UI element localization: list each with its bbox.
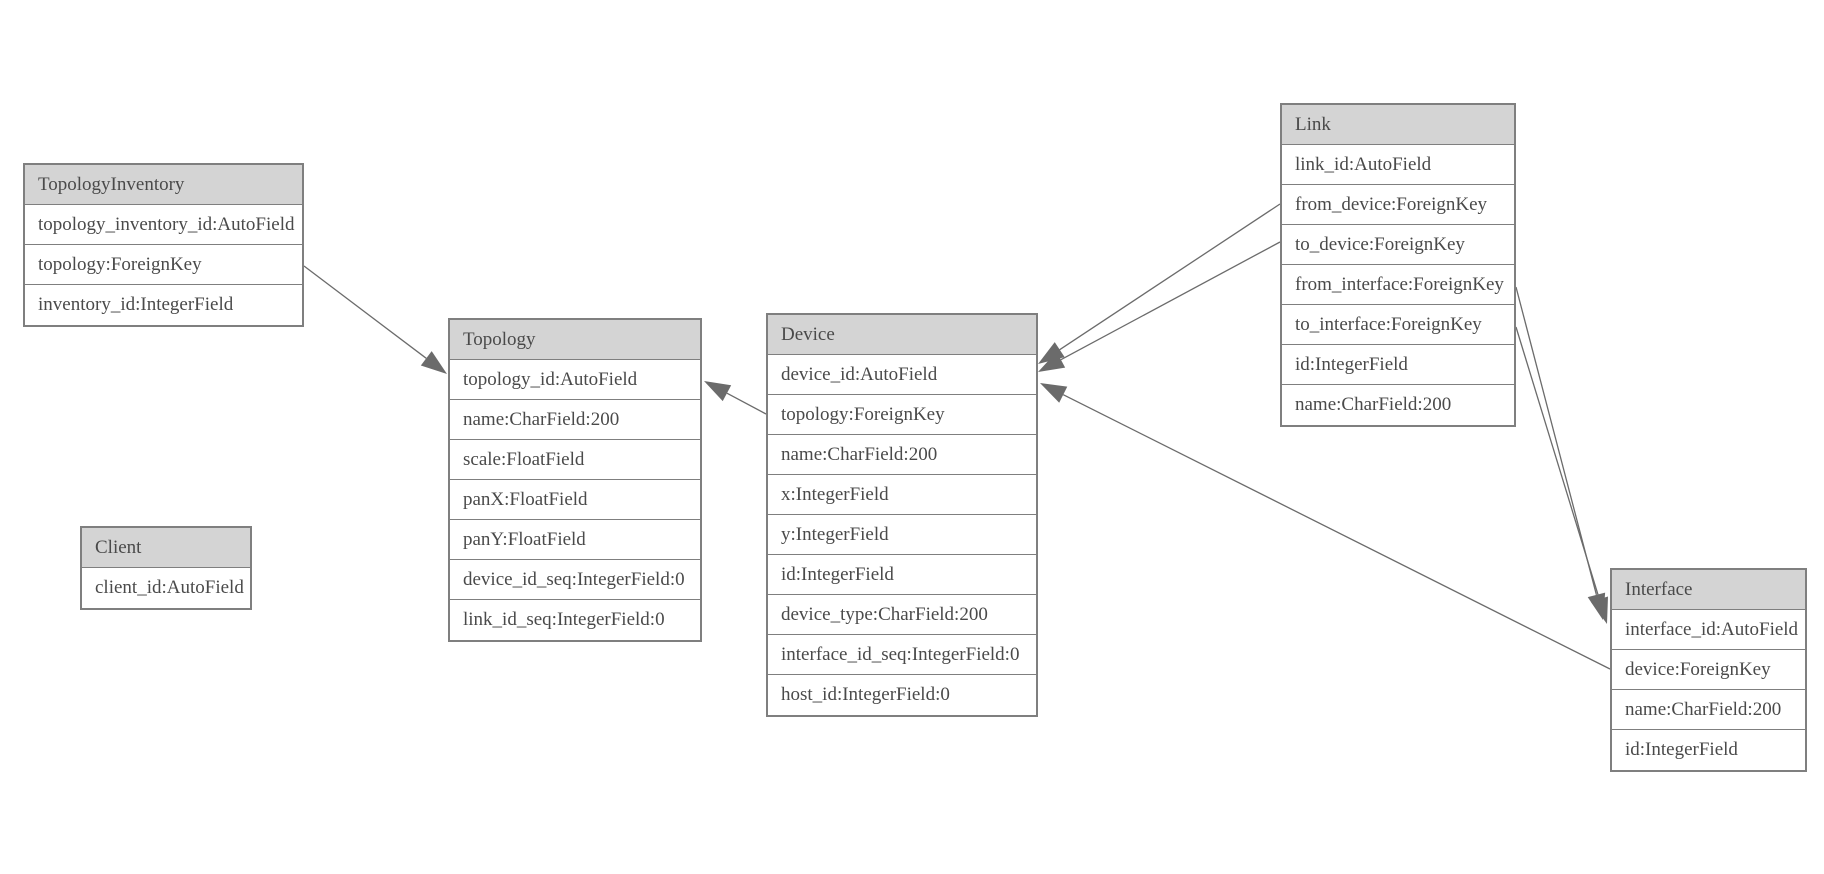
entity-link: Link link_id:AutoField from_device:Foreign… xyxy=(1280,103,1516,427)
entity-field-label: inventory_id:IntegerField xyxy=(38,294,234,315)
relation-arrowhead-Topology.topology_id xyxy=(704,381,732,402)
entity-field-row: from_interface:ForeignKey xyxy=(1282,265,1514,305)
entity-field-row: name:CharField:200 xyxy=(768,435,1036,475)
entity-field-row: name:CharField:200 xyxy=(1612,690,1805,730)
entity-field-label: device_id:AutoField xyxy=(781,363,938,385)
entity-field-label: host_id:IntegerField:0 xyxy=(781,684,950,705)
entity-field-row: id:IntegerField xyxy=(1612,730,1805,770)
relation-line-Link.from_device-to-Device.device_id xyxy=(1059,203,1281,351)
entity-title: Topology xyxy=(463,328,536,350)
entity-field-label: link_id:AutoField xyxy=(1295,153,1432,175)
entity-header-device: Device xyxy=(768,315,1036,355)
entity-field-row: scale:FloatField xyxy=(450,440,700,480)
entity-field-label: client_id:AutoField xyxy=(95,577,244,598)
entity-field-label: scale:FloatField xyxy=(463,448,585,470)
entity-field-label: panY:FloatField xyxy=(463,528,586,550)
entity-field-label: x:IntegerField xyxy=(781,483,889,505)
entity-header-topologyinventory: TopologyInventory xyxy=(25,165,302,205)
entity-field-row: id:IntegerField xyxy=(768,555,1036,595)
entity-field-row: topology_id:AutoField xyxy=(450,360,700,400)
relation-arrowhead-Device.device_id xyxy=(1038,351,1066,372)
relation-arrowhead-Interface.interface_id xyxy=(1590,596,1608,624)
entity-field-label: device:ForeignKey xyxy=(1625,658,1771,680)
entity-field-row: x:IntegerField xyxy=(768,475,1036,515)
entity-field-row: client_id:AutoField xyxy=(82,568,250,608)
entity-field-label: topology:ForeignKey xyxy=(38,253,202,275)
entity-device: Device device_id:AutoField topology:Foreig… xyxy=(766,313,1038,717)
entity-title: Link xyxy=(1295,113,1331,135)
entity-field-row: device_type:CharField:200 xyxy=(768,595,1036,635)
entity-field-label: interface_id:AutoField xyxy=(1625,618,1799,640)
entity-field-row: interface_id:AutoField xyxy=(1612,610,1805,650)
entity-field-row: link_id_seq:IntegerField:0 xyxy=(450,600,700,640)
entity-interface: Interface interface_id:AutoField device:Fo… xyxy=(1610,568,1807,772)
entity-title: Client xyxy=(95,536,142,558)
entity-header-client: Client xyxy=(82,528,250,568)
entity-field-row: device_id:AutoField xyxy=(768,355,1036,395)
entity-client: Client client_id:AutoField xyxy=(80,526,252,610)
entity-header-link: Link xyxy=(1282,105,1514,145)
relation-line-Device.topology-to-Topology.topology_id xyxy=(726,392,767,415)
entity-field-row: panY:FloatField xyxy=(450,520,700,560)
entity-field-label: interface_id_seq:IntegerField:0 xyxy=(781,643,1020,665)
entity-field-label: from_interface:ForeignKey xyxy=(1295,273,1504,295)
relation-line-Interface.device-to-Device.device_id xyxy=(1062,394,1611,670)
entity-field-row: name:CharField:200 xyxy=(1282,385,1514,425)
entity-field-row: from_device:ForeignKey xyxy=(1282,185,1514,225)
entity-field-row: device:ForeignKey xyxy=(1612,650,1805,690)
entity-field-label: id:IntegerField xyxy=(1295,353,1408,375)
entity-topologyinventory: TopologyInventory topology_inventory_id:A… xyxy=(23,163,304,327)
relation-line-Link.to_interface-to-Interface.interface_id xyxy=(1515,326,1601,600)
entity-field-row: topology:ForeignKey xyxy=(25,245,302,285)
entity-title: Device xyxy=(781,323,835,345)
entity-field-label: to_device:ForeignKey xyxy=(1295,233,1465,255)
entity-field-label: link_id_seq:IntegerField:0 xyxy=(463,609,665,630)
entity-field-label: id:IntegerField xyxy=(781,563,894,585)
entity-field-row: topology_inventory_id:AutoField xyxy=(25,205,302,245)
relation-arrowhead-Topology.topology_id xyxy=(420,351,447,374)
relation-line-TopologyInventory.topology-to-Topology.topology_id xyxy=(303,265,427,359)
entity-header-interface: Interface xyxy=(1612,570,1805,610)
entity-field-label: from_device:ForeignKey xyxy=(1295,193,1488,215)
entity-field-row: y:IntegerField xyxy=(768,515,1036,555)
entity-title: Interface xyxy=(1625,578,1693,600)
relation-line-Link.to_device-to-Device.device_id xyxy=(1060,241,1281,361)
entity-field-label: topology_id:AutoField xyxy=(463,368,638,390)
relation-arrowhead-Device.device_id xyxy=(1040,383,1068,403)
entity-field-label: name:CharField:200 xyxy=(1625,698,1782,720)
entity-field-label: to_interface:ForeignKey xyxy=(1295,313,1482,335)
entity-field-row: panX:FloatField xyxy=(450,480,700,520)
entity-field-label: name:CharField:200 xyxy=(781,443,938,465)
entity-title: TopologyInventory xyxy=(38,173,185,195)
entity-field-row: to_device:ForeignKey xyxy=(1282,225,1514,265)
entity-field-label: name:CharField:200 xyxy=(1295,394,1452,415)
entity-field-label: topology:ForeignKey xyxy=(781,403,945,425)
entity-field-label: topology_inventory_id:AutoField xyxy=(38,213,295,235)
entity-field-row: id:IntegerField xyxy=(1282,345,1514,385)
entity-field-label: id:IntegerField xyxy=(1625,739,1738,760)
entity-field-row: host_id:IntegerField:0 xyxy=(768,675,1036,715)
entity-field-label: name:CharField:200 xyxy=(463,408,620,430)
entity-field-row: name:CharField:200 xyxy=(450,400,700,440)
entity-field-row: link_id:AutoField xyxy=(1282,145,1514,185)
entity-field-label: panX:FloatField xyxy=(463,488,588,510)
entity-field-row: inventory_id:IntegerField xyxy=(25,285,302,325)
entity-field-label: y:IntegerField xyxy=(781,523,889,545)
entity-field-label: device_type:CharField:200 xyxy=(781,603,988,625)
entity-topology: Topology topology_id:AutoField name:CharFi… xyxy=(448,318,702,642)
entity-header-topology: Topology xyxy=(450,320,700,360)
entity-field-label: device_id_seq:IntegerField:0 xyxy=(463,568,685,590)
entity-field-row: topology:ForeignKey xyxy=(768,395,1036,435)
entity-field-row: interface_id_seq:IntegerField:0 xyxy=(768,635,1036,675)
entity-field-row: to_interface:ForeignKey xyxy=(1282,305,1514,345)
entity-field-row: device_id_seq:IntegerField:0 xyxy=(450,560,700,600)
